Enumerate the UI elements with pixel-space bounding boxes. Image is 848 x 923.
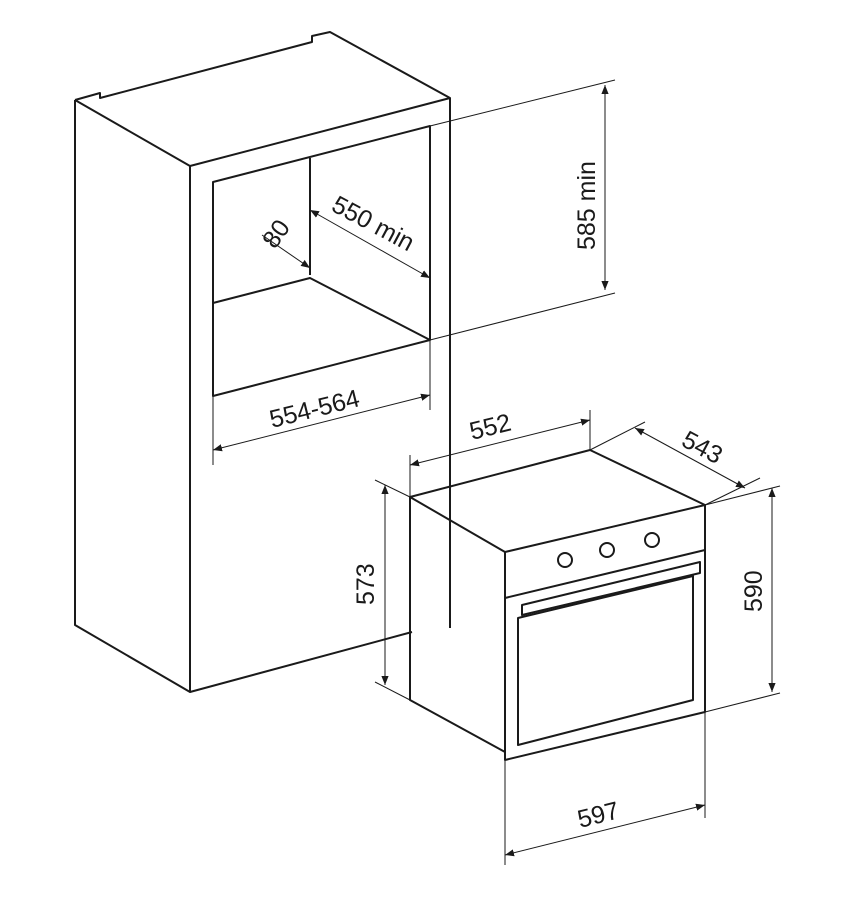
dimension-lines — [212, 79, 781, 865]
label-niche-width: 554-564 — [267, 384, 363, 433]
knob-middle — [599, 542, 615, 558]
knob-right — [644, 532, 660, 548]
label-oven-body-height: 573 — [352, 563, 380, 605]
label-oven-front-width: 597 — [575, 797, 622, 834]
oven — [409, 449, 706, 761]
label-oven-depth: 543 — [677, 426, 727, 470]
knob-left — [557, 552, 573, 568]
label-niche-gap: 80 — [257, 215, 296, 254]
label-niche-height: 585 min — [573, 161, 601, 250]
label-niche-depth: 550 min — [327, 191, 419, 257]
label-oven-front-height: 590 — [740, 570, 768, 612]
built-in-cabinet — [74, 31, 451, 693]
label-oven-body-width: 552 — [467, 409, 514, 446]
